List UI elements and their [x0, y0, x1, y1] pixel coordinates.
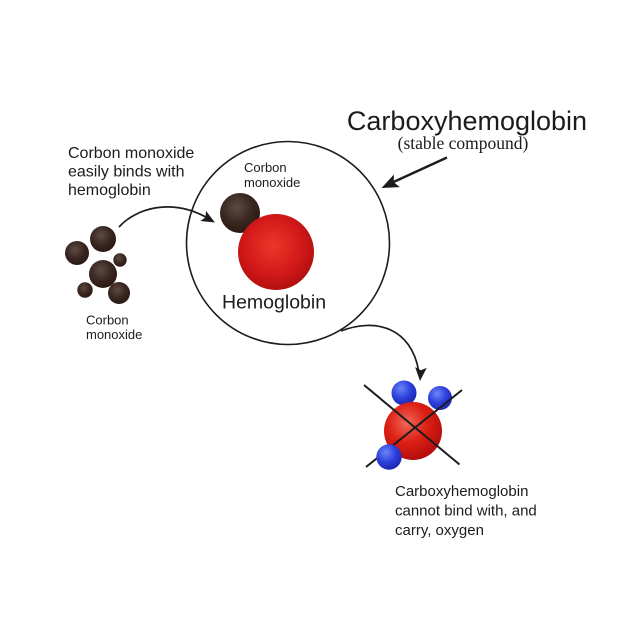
binds-arrow — [118, 206, 215, 228]
left-annotation-line3: hemoglobin — [68, 182, 151, 199]
bound-co-sphere — [220, 193, 260, 233]
magnified-view: Corbon monoxide Hemoglobin — [185, 140, 391, 346]
binds-arrow-curve — [118, 206, 212, 228]
bound-co-label-line1: Corbon — [244, 160, 287, 175]
hemoglobin-label: Hemoglobin — [222, 292, 326, 314]
bottom-annotation-line2: cannot bind with, and — [395, 503, 537, 520]
title-pointer-line — [386, 156, 448, 187]
title-pointer-arrow — [381, 156, 448, 188]
to-carboxyhemoglobin-arrowhead — [415, 367, 427, 381]
co-cluster: Corbon monoxide — [65, 226, 142, 342]
oxygen-sphere — [376, 444, 402, 470]
co-sphere — [108, 282, 130, 304]
bottom-annotation: Carboxyhemoglobin cannot bind with, and … — [395, 483, 537, 539]
co-sphere — [77, 282, 93, 298]
carboxyhemoglobin-molecule — [363, 380, 463, 470]
co-sphere — [90, 226, 116, 252]
left-annotation-line2: easily binds with — [68, 164, 185, 181]
cross-line — [363, 384, 461, 466]
hemoglobin-sphere — [238, 214, 314, 290]
binds-arrowhead — [200, 210, 215, 223]
oxygen-sphere — [391, 380, 417, 406]
left-annotation: Corbon monoxide easily binds with hemogl… — [68, 145, 194, 199]
bound-co-label-line2: monoxide — [244, 175, 300, 190]
co-sphere — [113, 253, 127, 267]
to-carboxyhemoglobin-arrow — [340, 324, 427, 381]
title-pointer-arrowhead — [381, 174, 400, 188]
co-sphere — [89, 260, 117, 288]
to-carboxyhemoglobin-curve — [340, 324, 420, 371]
bottom-annotation-line1: Carboxyhemoglobin — [395, 483, 528, 500]
page-title: Carboxyhemoglobin — [347, 106, 587, 136]
bottom-annotation-line3: carry, oxygen — [395, 522, 484, 539]
co-cluster-label-line2: monoxide — [86, 327, 142, 342]
co-cluster-label-line1: Corbon — [86, 313, 129, 328]
co-sphere — [65, 241, 89, 265]
page-subtitle: (stable compound) — [398, 133, 529, 153]
left-annotation-line1: Corbon monoxide — [68, 145, 194, 162]
